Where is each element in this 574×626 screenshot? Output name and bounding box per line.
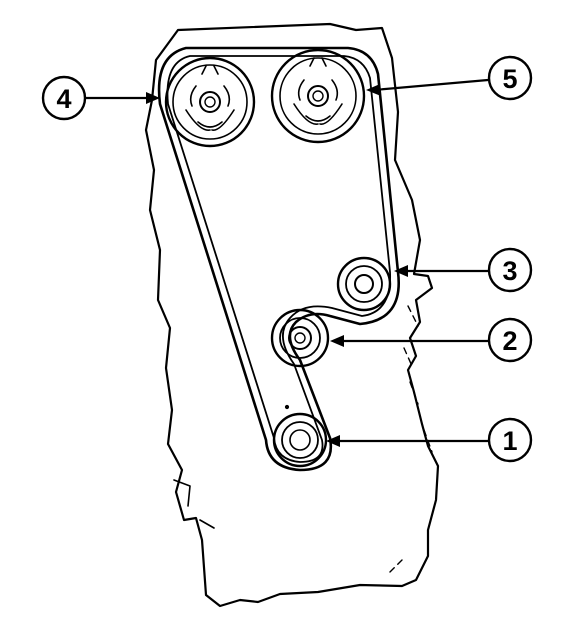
callout-circle-4 xyxy=(41,75,87,121)
crankshaft-sprocket xyxy=(272,404,328,468)
engine-lower-detail xyxy=(173,479,215,529)
camshaft-sprocket-left xyxy=(164,56,256,148)
callout-arrows xyxy=(84,78,490,443)
callout-circle-1 xyxy=(487,417,533,463)
arrowheads xyxy=(146,84,408,447)
engine-block-outline xyxy=(144,22,440,608)
callout-label-2: 2 xyxy=(502,326,517,356)
idler-pulley xyxy=(336,256,392,312)
engine-detail-lines xyxy=(387,305,433,575)
callout-label-4: 4 xyxy=(56,84,71,114)
callout-circle-2 xyxy=(487,317,533,363)
tensioner-pulley xyxy=(270,308,330,368)
callout-label-5: 5 xyxy=(502,64,517,94)
camshaft-sprocket-right xyxy=(270,48,366,144)
callout-circle-5 xyxy=(487,55,533,101)
callout-circle-3 xyxy=(487,247,533,293)
callout-label-1: 1 xyxy=(502,426,517,456)
callout-label-3: 3 xyxy=(502,256,517,286)
